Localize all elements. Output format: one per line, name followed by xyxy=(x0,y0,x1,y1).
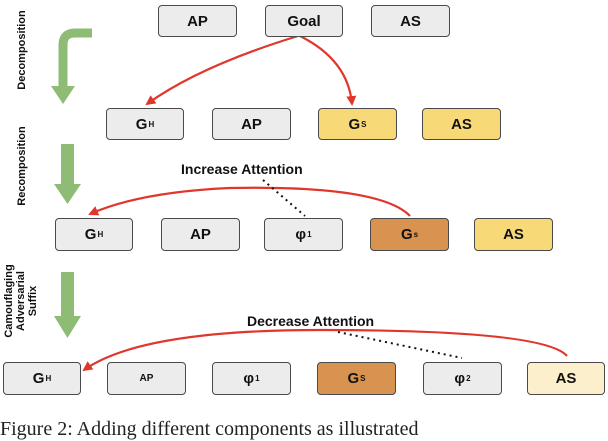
row1-ap-text: AP xyxy=(187,12,208,30)
row3-phi1-sub: 1 xyxy=(307,230,312,239)
row4-phi1-text: φ xyxy=(243,370,255,387)
camouflaging-label-line2: Adversarial xyxy=(15,271,27,331)
row4-as-box: AS xyxy=(527,362,605,395)
decrease-attention-dotted-line xyxy=(337,331,463,359)
row3-as-text: AS xyxy=(503,226,524,243)
camouflaging-label-line1: Camouflaging xyxy=(3,264,15,338)
camouflaging-step-arrow xyxy=(54,272,81,338)
goal-to-gs-arrow xyxy=(299,35,357,106)
row4-phi1-sub: 1 xyxy=(255,374,260,383)
row3-gs-text: G xyxy=(400,226,413,243)
recomposition-step-arrow xyxy=(54,144,81,204)
decrease-attention-arrow xyxy=(82,328,568,372)
row1-as-box: AS xyxy=(371,5,450,37)
row1-goal-text: Goal xyxy=(287,12,321,30)
row3-gh-text: G xyxy=(84,226,97,243)
row3-gs-sub: s xyxy=(413,230,419,239)
decrease-attention-label: Decrease Attention xyxy=(247,313,375,329)
row2-as-text: AS xyxy=(451,115,472,133)
row2-as-box: AS xyxy=(422,108,501,140)
row2-gs-sub: S xyxy=(361,119,367,129)
row4-phi2-text: φ xyxy=(454,370,466,387)
row2-gs-text: G xyxy=(348,115,361,133)
increase-attention-arrow xyxy=(88,186,411,217)
increase-attention-label: Increase Attention xyxy=(181,161,303,177)
recomposition-label: Recomposition xyxy=(16,126,28,206)
row3-ap-text: AP xyxy=(190,226,211,243)
row1-goal-box: Goal xyxy=(265,5,343,37)
row3-as-box: AS xyxy=(474,218,553,251)
row4-gh-text: G xyxy=(32,370,45,387)
row2-ap-text: AP xyxy=(241,115,262,133)
row4-gs-text: G xyxy=(347,370,360,387)
row2-gh-sub: H xyxy=(148,119,155,129)
camouflaging-label: Camouflaging Adversarial Suffix xyxy=(3,259,41,343)
row4-ap-box: AP xyxy=(107,362,186,395)
row2-ap-box: AP xyxy=(212,108,291,140)
row3-gh-sub: H xyxy=(97,230,104,239)
row2-gh-text: G xyxy=(135,115,148,133)
decomposition-label: Decomposition xyxy=(16,10,28,90)
row1-as-text: AS xyxy=(400,12,421,30)
row3-phi1-text: φ xyxy=(295,226,307,243)
row4-as-text: AS xyxy=(555,370,577,387)
diagram: Decomposition Recomposition Camouflaging… xyxy=(0,5,605,440)
connector-layer xyxy=(51,28,568,372)
camouflaging-label-line3: Suffix xyxy=(27,285,39,317)
row4-ap-text: AP xyxy=(139,373,154,384)
row1-ap-box: AP xyxy=(158,5,237,37)
row4-phi2-sub: 2 xyxy=(466,374,471,383)
row4-gs-sub: S xyxy=(360,374,366,383)
goal-to-gh-arrow xyxy=(145,34,299,106)
row3-ap-box: AP xyxy=(161,218,240,251)
decomposition-step-arrow xyxy=(51,28,92,104)
increase-attention-dotted-line xyxy=(262,179,306,217)
row4-gh-sub: H xyxy=(45,374,52,383)
